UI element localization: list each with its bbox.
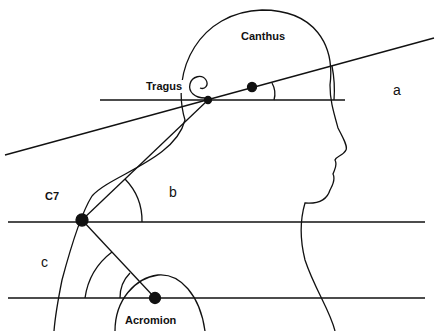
head-outline bbox=[92, 10, 346, 331]
shoulder-outline bbox=[115, 275, 205, 331]
c7-acromion-line bbox=[82, 220, 155, 298]
angle-label: b bbox=[168, 186, 178, 199]
angle-arc-c2 bbox=[120, 273, 130, 298]
canthus-dot bbox=[248, 83, 257, 92]
c7-tragus-line bbox=[82, 100, 208, 220]
acromion-dot bbox=[150, 293, 161, 304]
angle-arc-small bbox=[272, 83, 275, 100]
angle-arc-a bbox=[332, 66, 334, 100]
landmark-label: Acromion bbox=[124, 314, 177, 327]
angle-label: a bbox=[392, 84, 402, 97]
angle-label: c bbox=[40, 256, 49, 269]
ear bbox=[190, 77, 207, 98]
landmark-label: Canthus bbox=[240, 30, 286, 43]
angle-arc-c bbox=[85, 252, 112, 298]
angle-arc-b bbox=[125, 179, 142, 222]
reference-line bbox=[8, 221, 425, 222]
reference-line bbox=[8, 297, 425, 298]
back-outline bbox=[54, 196, 92, 331]
eye-ear-line bbox=[5, 38, 434, 155]
tragus-dot bbox=[205, 97, 212, 104]
reference-line bbox=[100, 99, 345, 100]
landmark-label: C7 bbox=[44, 190, 60, 203]
landmark-label: Tragus bbox=[145, 80, 183, 93]
c7-dot bbox=[76, 214, 88, 226]
